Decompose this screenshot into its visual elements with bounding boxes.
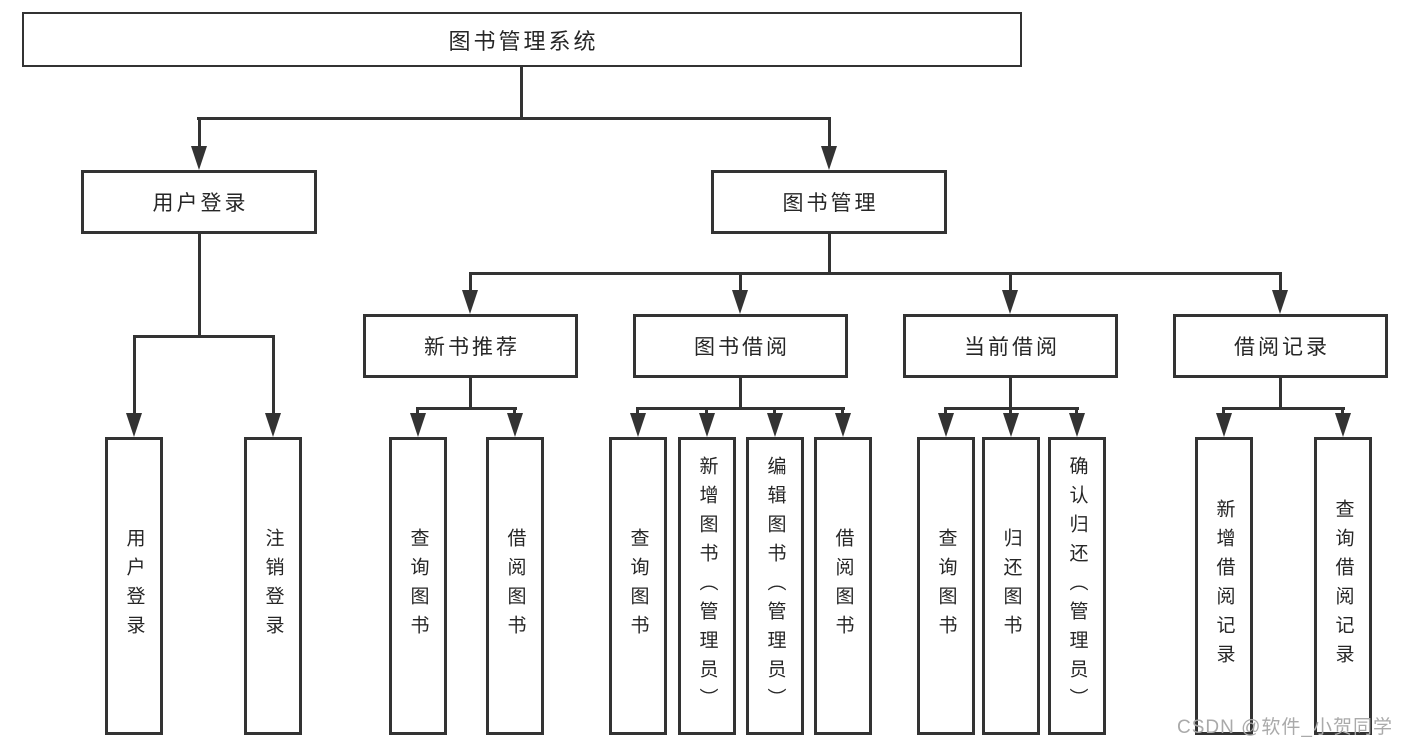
connector-line [513,407,516,417]
arrow-down-icon [1003,413,1019,437]
arrow-down-icon [1216,413,1232,437]
connector-line [1075,407,1078,417]
leaf-query-books-current: 查询图书 [917,437,975,735]
leaf-query-books-recommend: 查询图书 [389,437,447,735]
connector-line [1279,272,1282,292]
arrow-down-icon [265,413,281,437]
connector-line [828,117,831,149]
connector-line [469,378,472,409]
leaf-borrow-books-recommend: 借阅图书 [486,437,544,735]
leaf-edit-books-admin: 编辑图书（管理员） [746,437,804,735]
arrow-down-icon [938,413,954,437]
connector-line [773,407,776,417]
node-library-management-system: 图书管理系统 [22,12,1022,67]
arrow-down-icon [507,413,523,437]
arrow-down-icon [1002,290,1018,314]
arrow-down-icon [767,413,783,437]
connector-line [469,272,1282,275]
connector-line [1009,272,1012,292]
node-book-management: 图书管理 [711,170,947,234]
connector-line [739,378,742,409]
arrow-down-icon [1335,413,1351,437]
node-current-borrowing: 当前借阅 [903,314,1118,378]
leaf-confirm-return-admin: 确认归还（管理员） [1048,437,1106,735]
connector-line [1009,407,1012,417]
connector-line [133,335,275,338]
leaf-borrow-books-borrowing: 借阅图书 [814,437,872,735]
arrow-down-icon [462,290,478,314]
connector-line [1009,378,1012,409]
connector-line [1341,407,1344,417]
connector-line [945,407,1079,410]
leaf-query-books-borrowing: 查询图书 [609,437,667,735]
arrow-down-icon [410,413,426,437]
node-borrowing-records: 借阅记录 [1173,314,1388,378]
arrow-down-icon [699,413,715,437]
connector-line [705,407,708,417]
arrow-down-icon [835,413,851,437]
connector-line [1279,378,1282,409]
connector-line [637,407,845,410]
connector-line [944,407,947,417]
connector-line [841,407,844,417]
connector-line [416,407,419,417]
connector-line [133,335,136,415]
connector-line [198,117,201,149]
connector-line [739,272,742,292]
node-user-login: 用户登录 [81,170,317,234]
connector-line [198,234,201,337]
leaf-user-login: 用户登录 [105,437,163,735]
connector-line [828,234,831,274]
connector-line [469,272,472,292]
leaf-return-books: 归还图书 [982,437,1040,735]
connector-line [1223,407,1345,410]
node-new-book-recommendation: 新书推荐 [363,314,578,378]
connector-line [520,67,523,119]
arrow-down-icon [732,290,748,314]
connector-line [197,117,831,120]
arrow-down-icon [630,413,646,437]
arrow-down-icon [191,146,207,170]
leaf-add-books-admin: 新增图书（管理员） [678,437,736,735]
csdn-watermark: CSDN @软件_小贺同学 [1177,717,1393,738]
arrow-down-icon [126,413,142,437]
arrow-down-icon [1272,290,1288,314]
connector-line [272,335,275,415]
leaf-add-borrow-record: 新增借阅记录 [1195,437,1253,735]
leaf-query-borrow-record: 查询借阅记录 [1314,437,1372,735]
connector-line [636,407,639,417]
leaf-logout: 注销登录 [244,437,302,735]
connector-line [1222,407,1225,417]
arrow-down-icon [1069,413,1085,437]
connector-line [417,407,517,410]
node-book-borrowing: 图书借阅 [633,314,848,378]
arrow-down-icon [821,146,837,170]
